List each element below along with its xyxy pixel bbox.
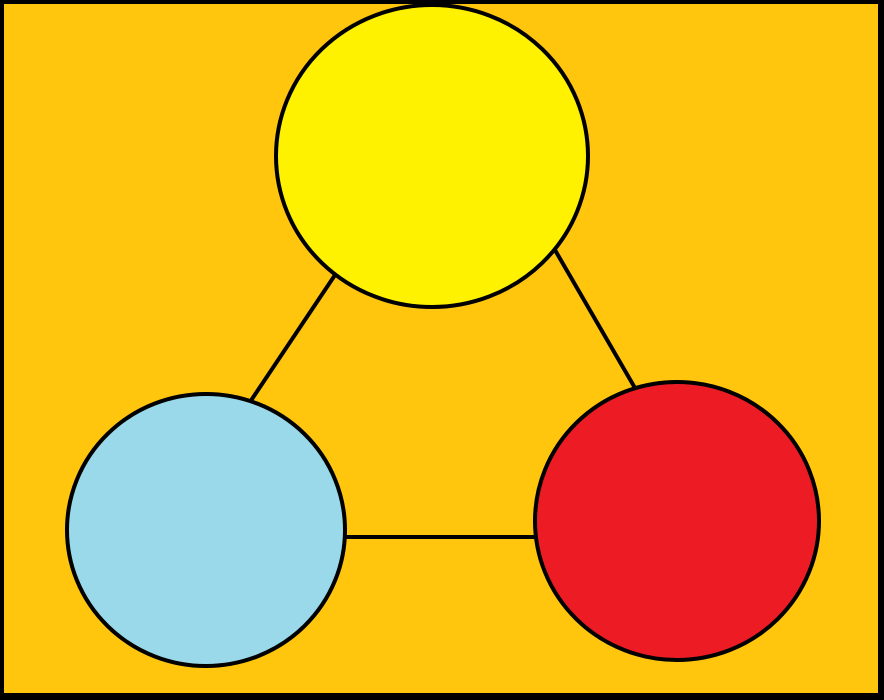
node-top-circle xyxy=(274,3,590,309)
edge-top-left xyxy=(248,273,337,404)
node-left-circle xyxy=(65,392,347,668)
edge-top-right xyxy=(553,248,637,390)
node-right-circle xyxy=(533,380,821,662)
node-group xyxy=(65,3,821,668)
edge-group xyxy=(248,248,637,539)
